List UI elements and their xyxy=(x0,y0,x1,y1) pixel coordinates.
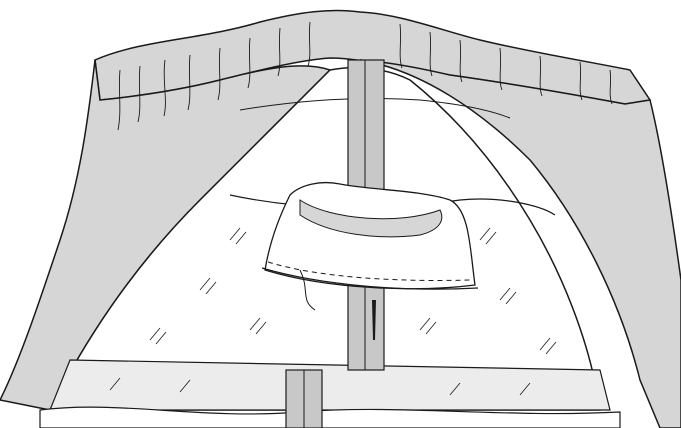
illustration-canvas xyxy=(0,0,681,428)
garment-drawing xyxy=(0,0,681,428)
